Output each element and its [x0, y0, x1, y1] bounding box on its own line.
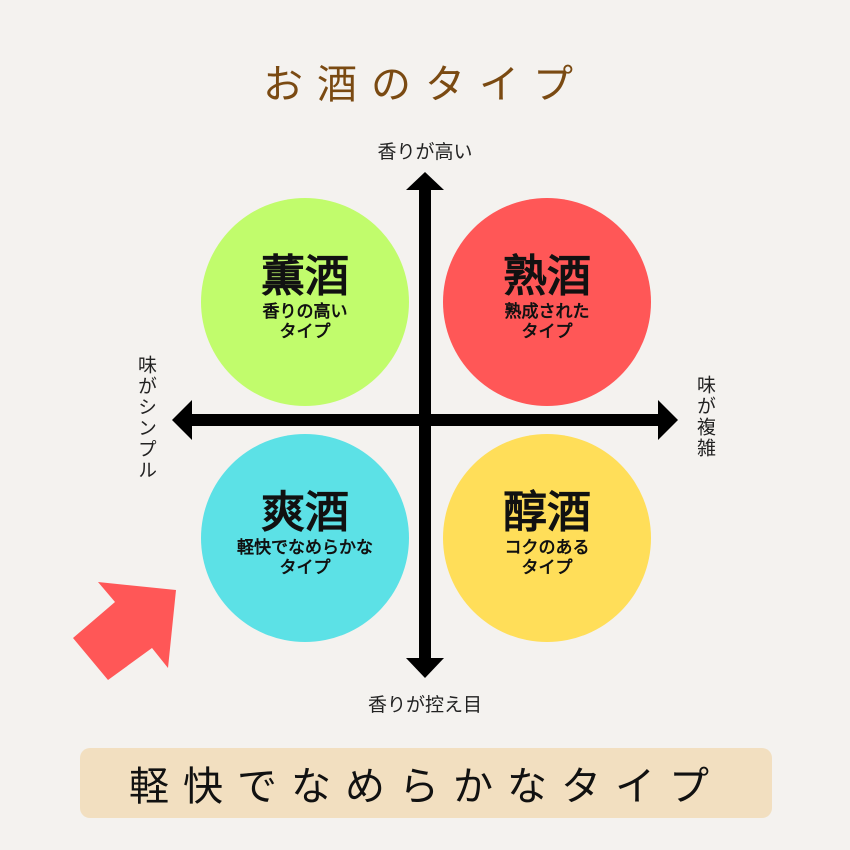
quadrant-desc: 熟成された タイプ — [504, 302, 590, 342]
axis-label-top: 香りが高い — [377, 141, 473, 163]
axis-label-bottom: 香りが控え目 — [367, 694, 482, 716]
page-title: お酒のタイプ — [263, 62, 587, 108]
quadrant-junshu: 醇酒 コクのある タイプ — [443, 434, 651, 642]
axis-label-left: 味がシンプル — [135, 355, 157, 481]
quadrant-name: 薫酒 — [261, 251, 349, 302]
highlight-banner: 軽快でなめらかなタイプ — [80, 748, 772, 818]
quadrant-name: 爽酒 — [261, 487, 349, 538]
quadrant-jukushu: 熟酒 熟成された タイプ — [443, 198, 651, 406]
quadrant-kunshu: 薫酒 香りの高い タイプ — [201, 198, 409, 406]
axis-label-right: 味が複雑 — [694, 375, 716, 459]
quadrant-name: 熟酒 — [503, 251, 591, 302]
quadrant-desc: コクのある タイプ — [504, 538, 590, 578]
quadrant-name: 醇酒 — [503, 487, 591, 538]
quadrant-desc: 軽快でなめらかな タイプ — [237, 538, 373, 578]
quadrant-desc: 香りの高い タイプ — [262, 302, 348, 342]
quadrant-soushu: 爽酒 軽快でなめらかな タイプ — [201, 434, 409, 642]
horizontal-axis-arrow — [172, 400, 678, 440]
pointer-arrow-icon — [73, 582, 176, 680]
